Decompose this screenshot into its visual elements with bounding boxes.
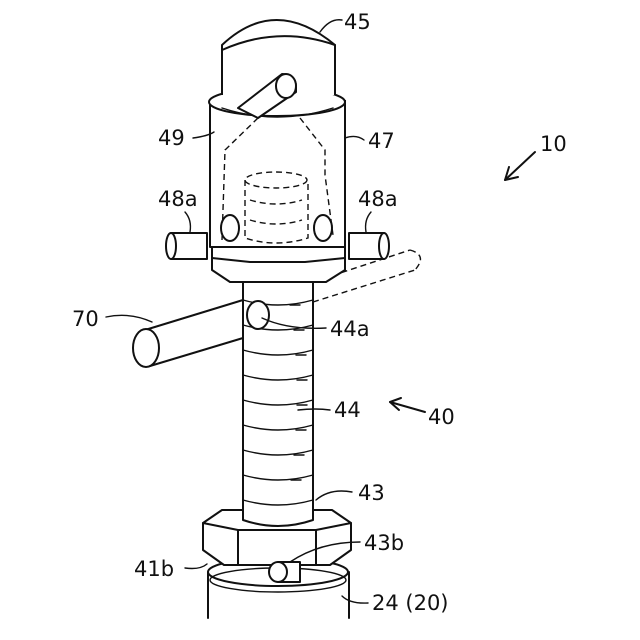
label-47: 47 [368, 129, 395, 153]
label-48a-left: 48a [158, 187, 198, 211]
set-screw-43b [269, 562, 300, 582]
cross-hole-44a [247, 301, 269, 329]
side-hole-right [314, 215, 332, 241]
label-48a-right: 48a [358, 187, 398, 211]
label-24-20: 24 (20) [372, 591, 449, 615]
pin-48a-right [349, 233, 389, 259]
label-43b: 43b [364, 531, 404, 555]
housing-nut [212, 247, 345, 282]
label-49: 49 [158, 126, 185, 150]
label-40: 40 [428, 405, 455, 429]
arrow-40 [390, 398, 425, 412]
label-44a: 44a [330, 317, 370, 341]
pin-48a-left [166, 233, 207, 259]
label-43: 43 [358, 481, 385, 505]
arrow-10 [505, 152, 535, 180]
label-41b: 41b [134, 557, 174, 581]
label-10: 10 [540, 132, 567, 156]
label-44: 44 [334, 398, 361, 422]
label-45: 45 [344, 10, 371, 34]
label-70: 70 [72, 307, 99, 331]
side-hole-left [221, 215, 239, 241]
